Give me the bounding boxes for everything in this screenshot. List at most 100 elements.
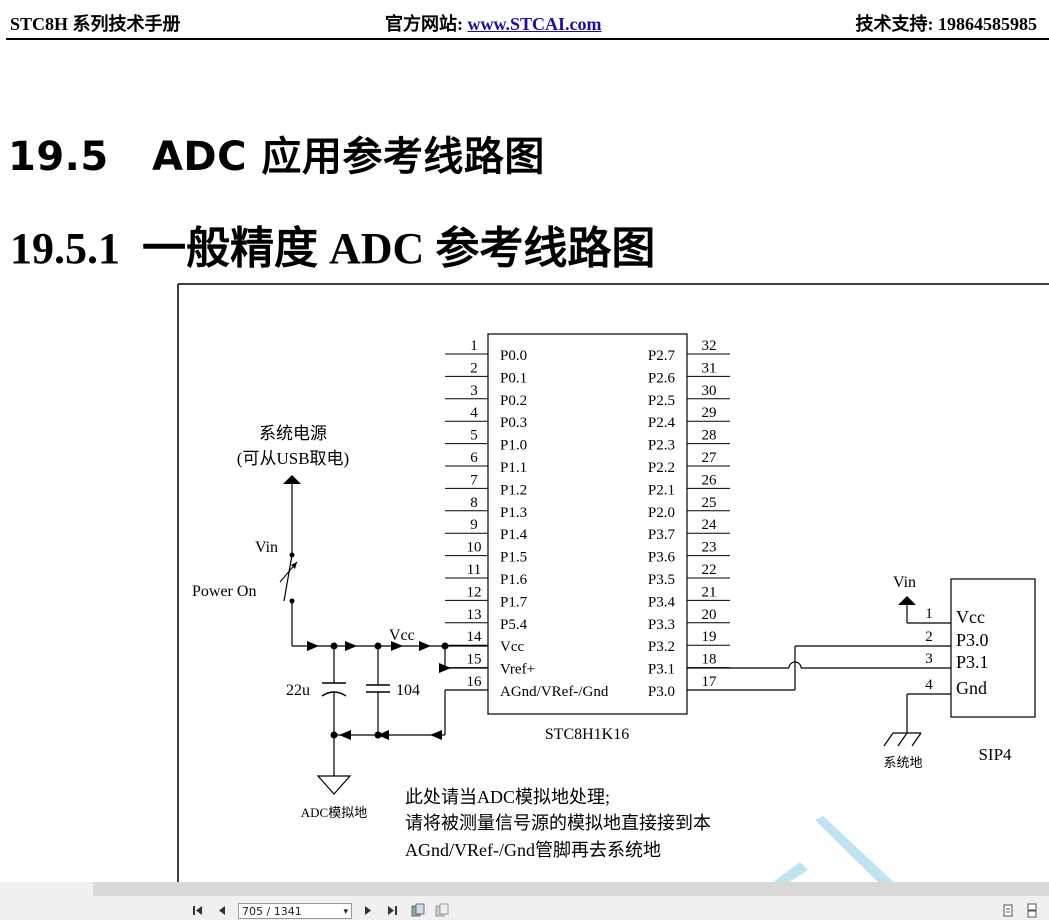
chip-pin-number: 11 bbox=[467, 562, 481, 578]
first-page-icon[interactable] bbox=[190, 903, 206, 918]
sip4-name: SIP4 bbox=[978, 745, 1012, 764]
next-page-icon[interactable] bbox=[360, 903, 376, 918]
previous-page-icon[interactable] bbox=[214, 903, 230, 918]
chip-pin-label: Vref+ bbox=[500, 662, 535, 678]
note-line3: AGnd/VRef-/Gnd管脚再去系统地 bbox=[405, 840, 661, 860]
cap1-value: 22u bbox=[286, 682, 310, 699]
header-divider bbox=[6, 38, 1049, 40]
single-page-view-icon[interactable] bbox=[1000, 903, 1016, 918]
chip-pin-number: 4 bbox=[470, 405, 478, 421]
chip-pin-number: 32 bbox=[702, 338, 717, 354]
chip-pin-label: P1.4 bbox=[500, 527, 528, 543]
chip-pin-number: 7 bbox=[470, 472, 478, 488]
chip-pin-number: 20 bbox=[702, 607, 717, 623]
chip-pin-number: 28 bbox=[702, 428, 717, 444]
chip-pin-number: 15 bbox=[467, 652, 482, 668]
chip-pin-number: 29 bbox=[702, 405, 717, 421]
chip-pin-label: P3.6 bbox=[648, 550, 676, 566]
chip-pin-number: 10 bbox=[467, 540, 482, 556]
sip-pin-label: P3.0 bbox=[956, 630, 989, 650]
chip-pin-number: 13 bbox=[467, 607, 482, 623]
chip-pin-number: 1 bbox=[470, 338, 478, 354]
chip-pin-label: P5.4 bbox=[500, 617, 528, 633]
sip-pin-label: P3.1 bbox=[956, 652, 989, 672]
chip-pin-label: P2.7 bbox=[648, 348, 676, 364]
section-title: 19.5 ADC 应用参考线路图 bbox=[8, 134, 545, 180]
chip-pin-label: Vcc bbox=[500, 639, 524, 655]
website-label: 官方网站: www.STCAI.com bbox=[385, 10, 602, 36]
chip-pin-number: 25 bbox=[702, 495, 717, 511]
chip-pin-label: AGnd/VRef-/Gnd bbox=[500, 684, 609, 700]
power-source-label: 系统电源 bbox=[259, 424, 327, 443]
chip-pin-label: P3.2 bbox=[648, 639, 675, 655]
system-ground-label: 系统地 bbox=[883, 755, 922, 770]
chip-pin-label: P3.0 bbox=[648, 684, 675, 700]
sip-pin-number: 4 bbox=[925, 677, 933, 693]
horizontal-scrollbar[interactable] bbox=[93, 882, 1049, 896]
chip-pin-number: 17 bbox=[702, 674, 718, 690]
chip-pin-label: P1.6 bbox=[500, 572, 528, 588]
chip-pin-number: 24 bbox=[702, 517, 718, 533]
website-link[interactable]: www.STCAI.com bbox=[467, 14, 602, 34]
support-phone: 技术支持: 19864585985 bbox=[855, 14, 1038, 34]
chip-pin-number: 2 bbox=[470, 360, 478, 376]
chip-pin-label: P1.3 bbox=[500, 505, 527, 521]
chip-pin-label: P0.2 bbox=[500, 393, 527, 409]
chip-pin-label: P1.5 bbox=[500, 550, 527, 566]
note-line1: 此处请当ADC模拟地处理; bbox=[405, 787, 610, 807]
chip-pin-number: 27 bbox=[702, 450, 718, 466]
sip-pin-label: Gnd bbox=[956, 678, 987, 698]
manual-title: STC8H 系列技术手册 bbox=[10, 14, 181, 34]
chip-pin-label: P2.5 bbox=[648, 393, 675, 409]
chip-pin-label: P1.7 bbox=[500, 594, 528, 610]
chip-pin-label: P3.3 bbox=[648, 617, 675, 633]
sip-pin-label: Vcc bbox=[956, 607, 985, 627]
chip-pin-number: 16 bbox=[467, 674, 483, 690]
chip-pin-label: P2.1 bbox=[648, 482, 675, 498]
page-number-input[interactable]: 705 / 1341▾ bbox=[238, 903, 352, 919]
cap2-value: 104 bbox=[396, 682, 420, 699]
chip-pin-label: P2.3 bbox=[648, 438, 675, 454]
continuous-view-icon[interactable] bbox=[1024, 903, 1040, 918]
previous-view-icon[interactable] bbox=[410, 903, 426, 918]
chip-pin-label: P2.4 bbox=[648, 415, 676, 431]
chip-pin-number: 26 bbox=[702, 472, 718, 488]
power-arrow-icon bbox=[283, 475, 301, 484]
sip-vin-label: Vin bbox=[893, 574, 916, 591]
chip-pin-number: 22 bbox=[702, 562, 717, 578]
chip-body bbox=[487, 333, 688, 715]
chip-pin-label: P2.2 bbox=[648, 460, 675, 476]
chip-pin-label: P3.4 bbox=[648, 594, 676, 610]
power-switch-icon bbox=[283, 554, 293, 602]
sip-pin-number: 1 bbox=[925, 606, 933, 622]
chip-pin-number: 30 bbox=[702, 383, 717, 399]
last-page-icon[interactable] bbox=[384, 903, 400, 918]
chip-pin-label: P3.1 bbox=[648, 662, 675, 678]
chip-pin-label: P3.7 bbox=[648, 527, 676, 543]
sip4-body bbox=[950, 578, 1036, 718]
subsection-title: 19.5.1 一般精度 ADC 参考线路图 bbox=[10, 224, 656, 273]
chip-pin-number: 9 bbox=[470, 517, 478, 533]
chip-pin-label: P3.5 bbox=[648, 572, 675, 588]
chip-pin-number: 3 bbox=[470, 383, 478, 399]
chip-pin-label: P1.2 bbox=[500, 482, 527, 498]
adc-ground-label: ADC模拟地 bbox=[301, 805, 367, 820]
adc-ground-icon bbox=[316, 775, 352, 795]
chip-pin-number: 21 bbox=[702, 584, 717, 600]
power-source-usb-label: (可从USB取电) bbox=[237, 449, 349, 468]
page-header: STC8H 系列技术手册 官方网站: www.STCAI.com 技术支持: 1… bbox=[0, 0, 1049, 40]
chip-pin-number: 23 bbox=[702, 540, 717, 556]
vcc-net-label: Vcc bbox=[389, 627, 415, 644]
chip-pin-label: P2.0 bbox=[648, 505, 675, 521]
chip-pin-number: 5 bbox=[470, 428, 478, 444]
vin-label: Vin bbox=[255, 539, 278, 556]
pdf-viewer-toolbar bbox=[0, 882, 1049, 920]
chip-pin-label: P2.6 bbox=[648, 370, 676, 386]
chip-pin-label: P1.1 bbox=[500, 460, 527, 476]
chevron-down-icon: ▾ bbox=[343, 907, 348, 917]
next-view-icon[interactable] bbox=[434, 903, 450, 918]
sip-pin-number: 2 bbox=[925, 629, 933, 645]
power-on-label: Power On bbox=[192, 583, 256, 600]
sip-vin-arrow-icon bbox=[898, 596, 916, 605]
